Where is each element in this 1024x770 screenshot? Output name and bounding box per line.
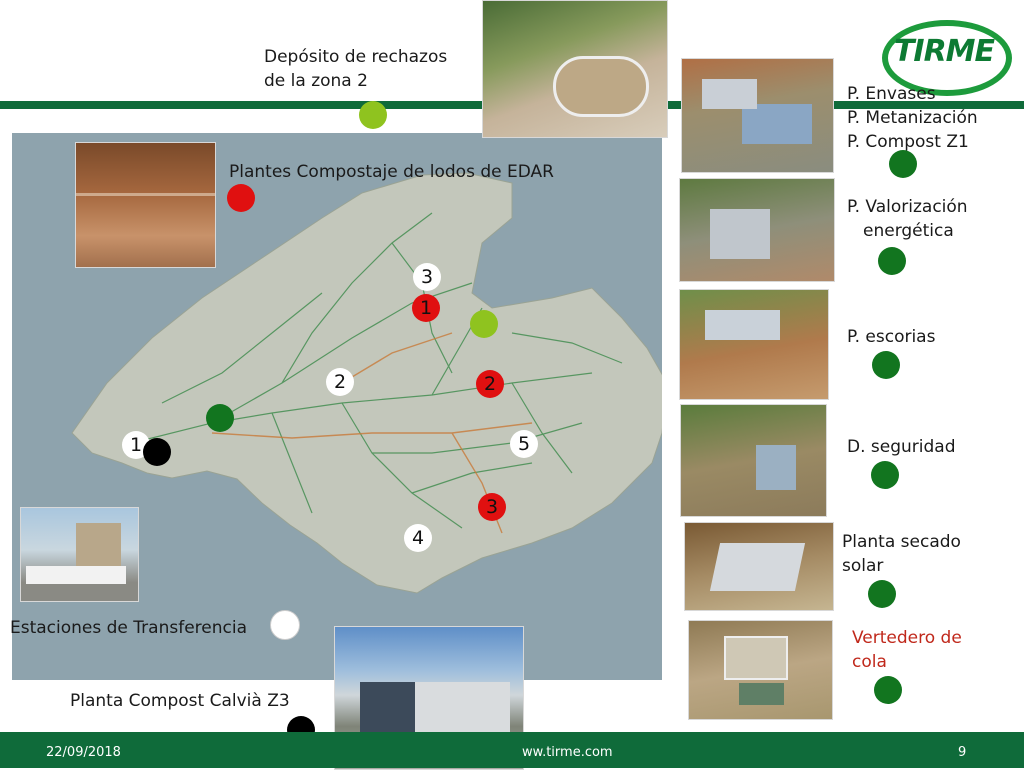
map-marker-red-1: 1 — [412, 294, 440, 322]
label-deposito-line2: de la zona 2 — [264, 71, 368, 91]
label-secado-line1: Planta secado — [842, 532, 961, 552]
photo-seguridad-deposit — [680, 404, 827, 517]
label-secado-line2: solar — [842, 556, 884, 576]
label-estaciones: Estaciones de Transferencia — [10, 618, 248, 638]
photo-landfill-top — [482, 0, 668, 138]
legend-dot-vertedero — [874, 676, 902, 704]
label-secado-solar: Planta secado solar — [842, 530, 961, 578]
label-deposito-line1: Depósito de rechazos — [264, 47, 448, 67]
photo-secado-solar — [684, 522, 834, 611]
legend-dot-compostaje-lodos — [227, 184, 255, 212]
label-vertedero: Vertedero de cola — [852, 626, 962, 674]
map-marker-white-5: 5 — [510, 430, 538, 458]
label-valorizacion-line1: P. Valorización — [847, 197, 968, 217]
legend-dot-seguridad — [871, 461, 899, 489]
map-marker-red-3: 3 — [478, 493, 506, 521]
footer-band — [0, 732, 1024, 768]
map-marker-white-3: 3 — [413, 263, 441, 291]
legend-dot-valorizacion — [878, 247, 906, 275]
label-metanizacion: P. Metanización — [847, 108, 978, 128]
label-valorizacion-line2: energética — [863, 221, 954, 241]
photo-compostaje-lodos — [75, 142, 216, 268]
label-valorizacion: P. Valorización energética — [847, 195, 968, 243]
map-marker-white-1: 1 — [122, 431, 150, 459]
photo-estaciones-transferencia — [20, 507, 139, 602]
label-compost-calvia: Planta Compost Calvià Z3 — [70, 691, 290, 711]
map-marker-white-4: 4 — [404, 524, 432, 552]
map-marker-green — [206, 404, 234, 432]
footer-url: ww.tirme.com — [522, 745, 613, 760]
map-marker-black — [143, 438, 171, 466]
label-vertedero-line1: Vertedero de — [852, 628, 962, 648]
label-compostaje-lodos: Plantes Compostaje de lodos de EDAR — [229, 162, 554, 182]
legend-dot-deposito — [359, 101, 387, 129]
label-deposito: Depósito de rechazos de la zona 2 — [264, 45, 447, 93]
label-envases-group: P. Envases P. Metanización P. Compost Z1 — [847, 82, 978, 154]
footer-date: 22/09/2018 — [46, 745, 121, 760]
map-marker-red-2: 2 — [476, 370, 504, 398]
legend-dot-envases — [889, 150, 917, 178]
label-escorias: P. escorias — [847, 327, 936, 347]
photo-escorias-plant — [679, 289, 829, 400]
map-marker-white-2: 2 — [326, 368, 354, 396]
footer-page-number: 9 — [958, 745, 967, 760]
photo-envases-plant — [681, 58, 834, 173]
label-envases: P. Envases — [847, 84, 936, 104]
logo-text: TIRME — [893, 34, 995, 69]
label-vertedero-line2: cola — [852, 652, 887, 672]
photo-valorizacion-plant — [679, 178, 835, 282]
legend-dot-escorias — [872, 351, 900, 379]
tirme-logo: TIRME — [880, 18, 1012, 96]
photo-vertedero-cola — [688, 620, 833, 720]
map-marker-lime — [470, 310, 498, 338]
label-seguridad: D. seguridad — [847, 437, 956, 457]
legend-dot-estaciones — [270, 610, 300, 640]
label-compost-z1: P. Compost Z1 — [847, 132, 969, 152]
legend-dot-secado-solar — [868, 580, 896, 608]
